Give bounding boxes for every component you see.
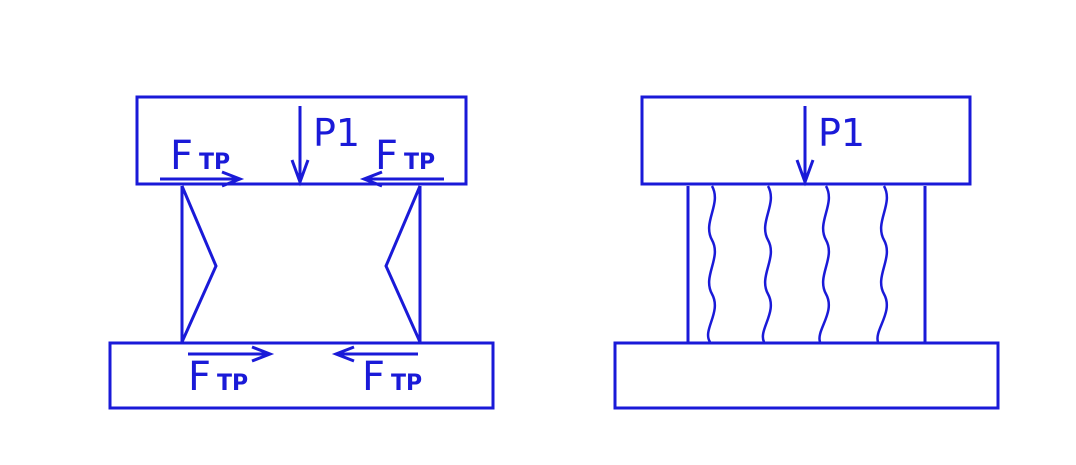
friction-arrow-top-left (160, 170, 245, 188)
friction-arrow-top-right (359, 170, 444, 188)
right-load-label: P1 (818, 111, 865, 155)
friction-arrow-bottom-right (331, 345, 418, 363)
left-lower-platen (108, 341, 495, 410)
right-diagram: P1 (613, 95, 1000, 410)
left-upper-platen (135, 95, 468, 186)
left-load-label: P1 (313, 111, 360, 155)
left-specimen-left-bulge (180, 185, 218, 343)
right-load-arrow (795, 106, 815, 187)
right-crack-line-1 (706, 185, 717, 343)
right-lower-platen (613, 341, 1000, 410)
right-crack-line-4 (876, 185, 889, 343)
right-crack-line-3 (818, 185, 831, 343)
right-crack-line-2 (761, 185, 773, 343)
left-load-arrow (290, 106, 310, 187)
right-upper-platen (640, 95, 972, 186)
friction-arrow-bottom-left (188, 345, 275, 363)
left-specimen-right-bulge (384, 185, 422, 343)
